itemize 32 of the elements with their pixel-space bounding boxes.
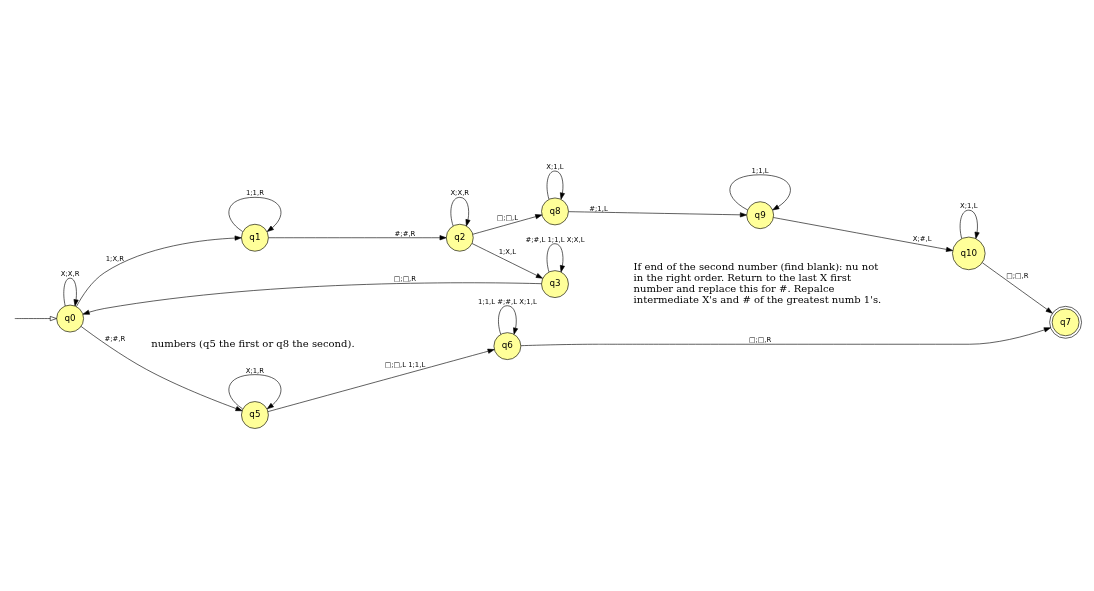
arrow [472,213,543,235]
arrow [773,216,953,252]
label: numbers (q5 the first or q8 the second). [151,337,355,349]
arrow [568,210,747,217]
node-circle: q9 [746,200,774,229]
arrow [80,325,243,411]
arrow [471,242,543,279]
arrow [520,326,1051,346]
arrow [982,261,1053,313]
arrow [498,304,519,335]
arrow [82,281,542,315]
arrow [546,242,565,272]
node-circle: q3 [541,269,569,298]
node-circle: q10 [952,236,986,270]
node-circle: q8 [541,197,569,225]
arrow [268,234,447,240]
arrow [14,315,57,321]
arrow [76,235,242,307]
arrow [228,373,282,409]
arrow [63,277,79,306]
arrow [546,170,565,200]
node-circle: q5 [241,400,269,429]
node-circle: q0 [56,304,84,332]
label: If end of the second number (find blank): nu not in the right order. Return to the last X first number and replace this for #. Repalce intermediate X's and # of the greatest numb 1's. [633,260,882,305]
node-circle: q1 [241,223,269,252]
arrow [267,348,495,412]
arrow [959,209,980,239]
arrow [729,173,791,210]
arrow [228,196,282,232]
node-circle: q6 [493,331,522,360]
node-circle: q2 [446,223,474,252]
arrow [450,196,471,226]
